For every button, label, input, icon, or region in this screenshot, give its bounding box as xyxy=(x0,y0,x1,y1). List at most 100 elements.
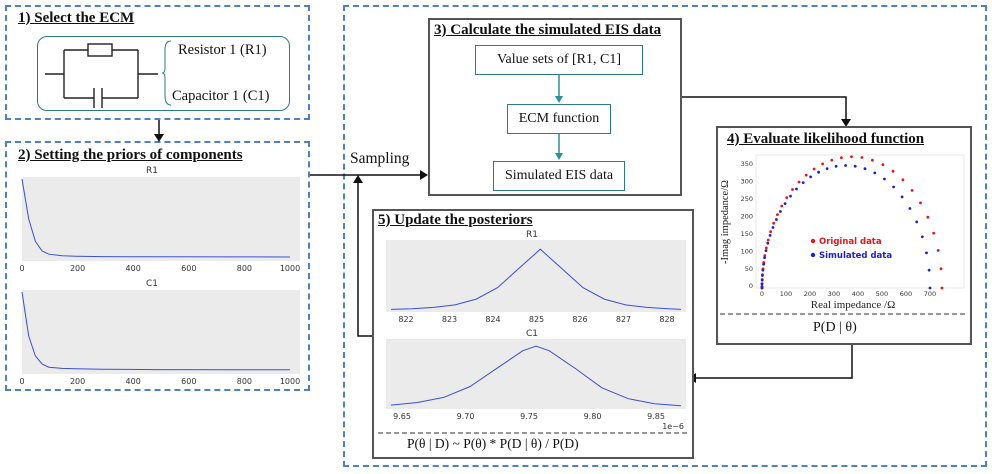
prior-r1-xticks: 0 200 400 600 800 1000 xyxy=(19,264,300,273)
original-data-point xyxy=(919,201,922,205)
svg-text:0: 0 xyxy=(19,377,24,386)
posterior-r1-title: R1 xyxy=(526,230,538,240)
original-data-point xyxy=(940,286,944,290)
svg-text:825: 825 xyxy=(529,315,544,324)
simulated-data-point xyxy=(761,274,764,277)
simulated-data-point xyxy=(762,262,765,266)
original-data-point xyxy=(764,246,768,250)
component-resistor: Resistor 1 (R1) xyxy=(178,42,267,58)
simulated-data-point xyxy=(825,167,829,170)
original-data-point xyxy=(769,230,773,234)
posterior-r1-plot: R1 822 823 824 825 826 827 828 xyxy=(386,230,686,324)
simulated-data-point xyxy=(927,268,931,272)
nyquist-legend: Original data Simulated data xyxy=(810,237,892,261)
svg-text:400: 400 xyxy=(126,264,141,273)
svg-text:0: 0 xyxy=(749,282,753,290)
simulated-data-point xyxy=(763,256,766,259)
svg-text:822: 822 xyxy=(398,315,413,324)
svg-text:1000: 1000 xyxy=(280,377,300,386)
svg-text:9.80: 9.80 xyxy=(584,412,602,421)
legend-simulated-marker xyxy=(810,252,816,258)
simulated-data-point xyxy=(915,220,919,224)
svg-text:1000: 1000 xyxy=(280,264,300,273)
simulated-data-point xyxy=(817,170,820,174)
original-data-point xyxy=(821,162,824,166)
original-data-point xyxy=(939,267,943,271)
svg-text:600: 600 xyxy=(181,377,196,386)
posterior-r1-xticks: 822 823 824 825 826 827 828 xyxy=(398,315,674,324)
svg-text:200: 200 xyxy=(804,290,816,298)
simulated-data-point xyxy=(883,177,886,181)
original-data-point xyxy=(910,189,914,192)
ecm-circuit-icon xyxy=(45,43,158,108)
step4-title: 4) Evaluate likelihood function xyxy=(727,131,925,147)
original-data-point xyxy=(763,254,767,257)
nyquist-plot: -Imag impedance/Ω 0 50 100 150 200 250 3… xyxy=(720,154,965,311)
svg-text:600: 600 xyxy=(900,290,912,298)
bracket-icon xyxy=(161,40,172,106)
sampling-label: Sampling xyxy=(350,150,410,167)
simulated-data-point xyxy=(925,251,928,255)
nyquist-ylabel: -Imag impedance/Ω xyxy=(720,180,731,264)
simulated-data-point xyxy=(908,207,912,210)
ecm-diagram-box xyxy=(37,36,290,111)
simulated-data-point xyxy=(853,164,857,168)
svg-text:300: 300 xyxy=(828,290,840,298)
step1-title: 1) Select the ECM xyxy=(18,10,135,26)
step3-title: 3) Calculate the simulated EIS data xyxy=(434,22,662,38)
simulated-data-point xyxy=(779,210,782,213)
original-data-point xyxy=(785,196,789,199)
svg-text:100: 100 xyxy=(741,248,753,256)
simulated-data-point xyxy=(900,195,904,199)
svg-text:600: 600 xyxy=(181,264,196,273)
simulated-data-point xyxy=(768,234,772,237)
svg-text:9.85: 9.85 xyxy=(647,412,665,421)
step5-title: 5) Update the posteriors xyxy=(378,212,533,228)
original-data-point xyxy=(840,156,843,160)
step5-divider xyxy=(378,432,688,434)
simulated-data-point xyxy=(892,185,895,189)
ecm-function-box: ECM function xyxy=(507,104,611,134)
original-data-point xyxy=(791,188,794,191)
svg-text:800: 800 xyxy=(237,264,252,273)
simulated-data-point xyxy=(761,268,765,272)
simulated-data-point xyxy=(760,285,764,288)
svg-text:9.75: 9.75 xyxy=(520,412,538,421)
original-data-point xyxy=(766,238,770,242)
original-data-point xyxy=(780,204,784,208)
simulated-eis-box: Simulated EIS data xyxy=(493,161,625,191)
svg-text:100: 100 xyxy=(780,290,792,298)
svg-text:300: 300 xyxy=(741,178,753,186)
step2-panel xyxy=(5,141,310,391)
nyquist-yticks: 0 50 100 150 200 250 300 350 xyxy=(741,160,753,290)
svg-text:826: 826 xyxy=(572,315,587,324)
original-data-point xyxy=(932,231,936,235)
original-data-point xyxy=(804,173,808,177)
simulated-data-point xyxy=(920,235,924,239)
component-capacitor: Capacitor 1 (C1) xyxy=(172,88,270,104)
original-data-point xyxy=(797,180,801,184)
original-data-point xyxy=(830,158,834,162)
simulated-data-point xyxy=(863,167,867,171)
legend-original-marker xyxy=(810,238,816,244)
nyquist-points xyxy=(760,155,944,290)
svg-text:800: 800 xyxy=(237,377,252,386)
posterior-formula: P(θ | D) ~ P(θ) * P(D | θ) / P(D) xyxy=(407,436,579,451)
simulated-data-point xyxy=(795,187,798,191)
arrow-1-to-2 xyxy=(154,120,164,142)
step1-panel xyxy=(5,5,310,120)
prior-r1-title: R1 xyxy=(146,166,158,176)
svg-text:700: 700 xyxy=(924,290,936,298)
svg-text:200: 200 xyxy=(70,264,85,273)
original-data-point xyxy=(812,167,816,171)
simulated-data-point xyxy=(760,282,764,286)
posterior-c1-offset: 1e−6 xyxy=(662,422,684,431)
nyquist-xlabel: Real impedance /Ω xyxy=(811,299,896,311)
simulated-data-point xyxy=(764,249,768,252)
simulated-data-point xyxy=(801,181,805,184)
simulated-data-point xyxy=(844,164,847,167)
posterior-c1-xticks: 9.65 9.70 9.75 9.80 9.85 xyxy=(393,412,665,421)
original-data-point xyxy=(936,249,940,252)
svg-text:9.65: 9.65 xyxy=(393,412,411,421)
